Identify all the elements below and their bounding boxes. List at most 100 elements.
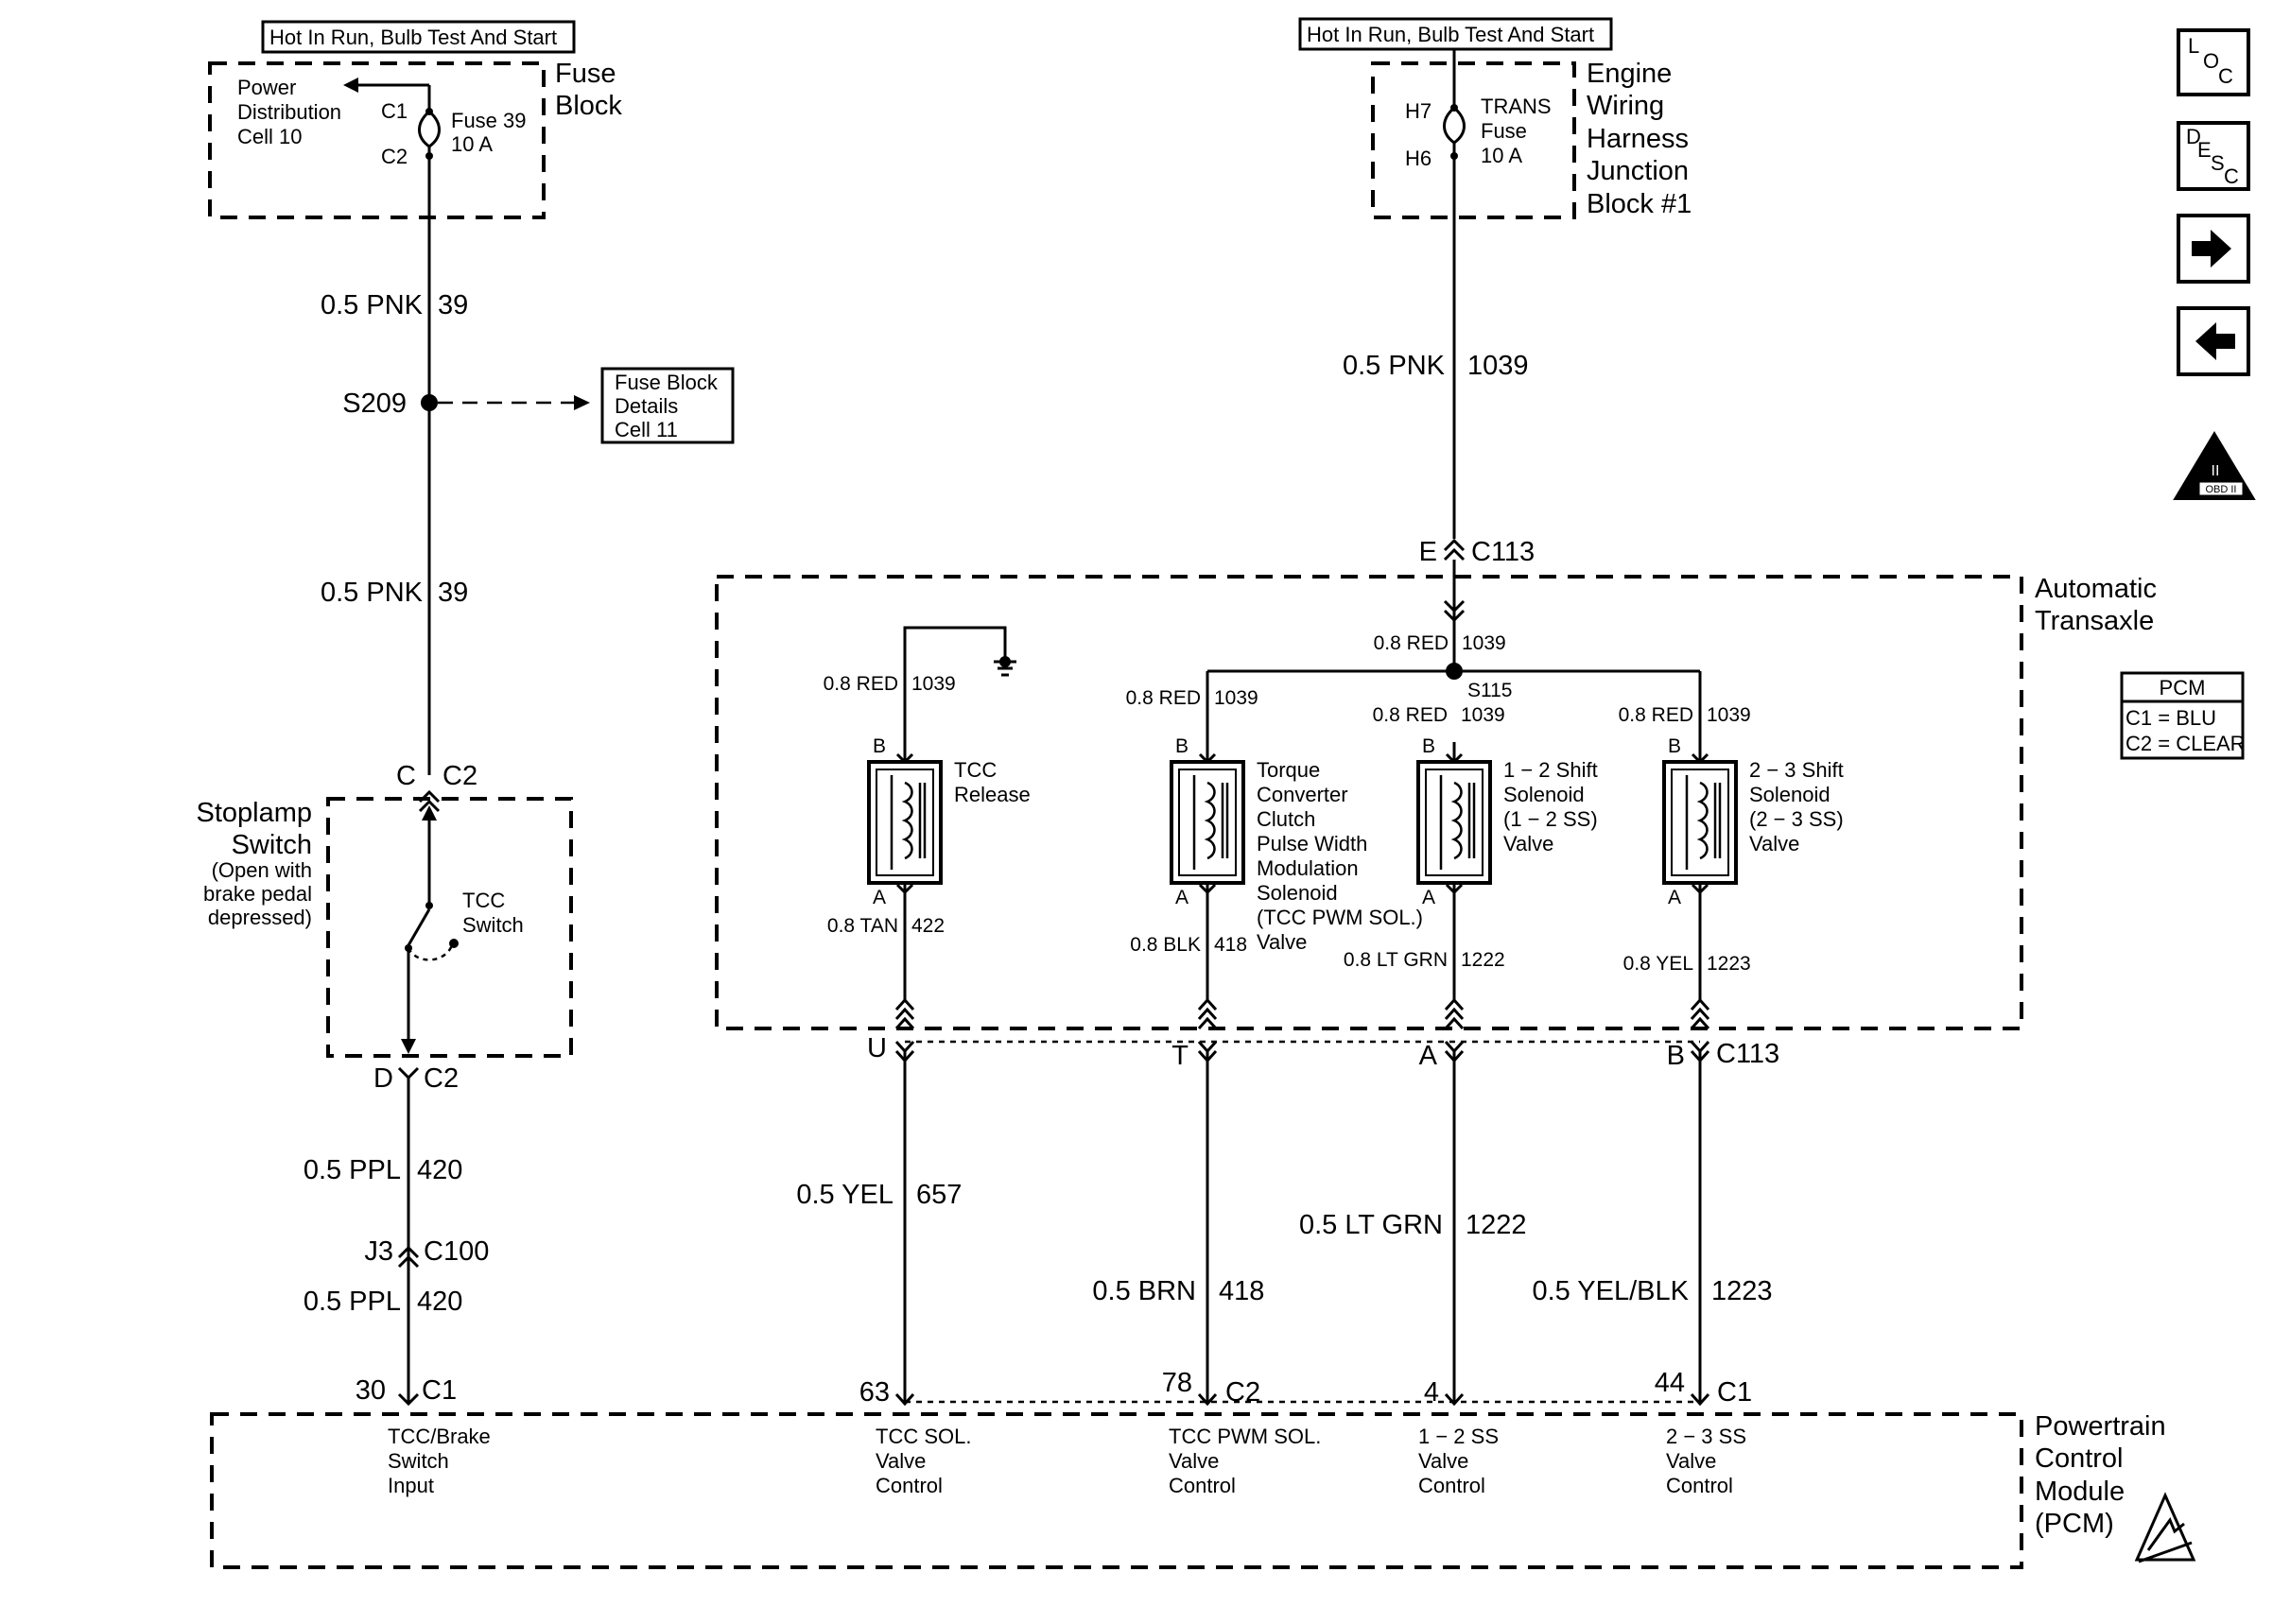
obd-ii-button[interactable]: OBD II II bbox=[2173, 431, 2256, 500]
c113-chevron bbox=[1690, 997, 1710, 1011]
solenoid-name-line: TCC bbox=[954, 758, 997, 782]
pcm-pin-connector bbox=[894, 1392, 915, 1407]
splice-ref-arrow bbox=[574, 395, 590, 410]
junction-block-outline bbox=[1371, 61, 1576, 219]
solenoid-body bbox=[867, 760, 943, 885]
pcm-pin-30: 30 bbox=[356, 1375, 386, 1406]
wire3-color: 0.5 PPL bbox=[304, 1155, 401, 1185]
pcm: Powertrain Control Module (PCM) TCC/Brak… bbox=[210, 1400, 2196, 1569]
sw-top-conn: C2 bbox=[442, 761, 477, 791]
fuse-details-2: Details bbox=[615, 394, 678, 418]
pcm-function-label: TCC SOL. bbox=[876, 1425, 971, 1448]
tcc-switch-1: TCC bbox=[462, 889, 505, 912]
transaxle-outline bbox=[715, 575, 2023, 1030]
c113-bottom-label: C113 bbox=[1716, 1039, 1779, 1069]
stoplamp-title-1: Stoplamp bbox=[196, 798, 312, 828]
c113-chevron bbox=[1444, 1016, 1465, 1030]
solenoid-bot-circuit: 418 bbox=[1214, 934, 1247, 956]
ground-icon bbox=[999, 656, 1011, 667]
fuse-details-3: Cell 11 bbox=[615, 418, 678, 441]
c100-connector-bot bbox=[397, 1254, 420, 1269]
solenoid-name-line: 2 − 3 Shift bbox=[1749, 758, 1844, 782]
solenoid-body bbox=[1170, 760, 1245, 885]
pcm-pin-connector bbox=[1197, 1392, 1218, 1407]
loc-button[interactable]: L O C bbox=[2177, 28, 2250, 96]
solenoid-top-color: 0.8 RED bbox=[1619, 704, 1693, 726]
pcm-pin-number: 78 bbox=[1162, 1368, 1192, 1398]
pcm-pin-connector bbox=[1444, 1392, 1465, 1407]
pcm-function-label: Control bbox=[876, 1474, 943, 1497]
solenoid-top-circuit: 1039 bbox=[1461, 704, 1505, 726]
pcm-legend-c2: C2 = CLEAR bbox=[2126, 732, 2246, 755]
c113-chevron bbox=[1197, 1016, 1218, 1030]
pcm-conn-c1: C1 bbox=[1717, 1377, 1752, 1408]
bus-color: 0.8 RED bbox=[1374, 632, 1449, 654]
hot-label-right: Hot In Run, Bulb Test And Start bbox=[1307, 23, 1594, 46]
fuse39-c1: C1 bbox=[381, 99, 408, 123]
solenoid-name-line: Solenoid bbox=[1503, 783, 1585, 806]
tcc-switch-blade bbox=[407, 908, 431, 946]
c113-chevron bbox=[1197, 1007, 1218, 1021]
arrow-right-icon bbox=[2192, 230, 2231, 268]
solenoid-bot-color: 0.8 LT GRN bbox=[1344, 949, 1448, 971]
solenoid-name-line: Pulse Width bbox=[1257, 832, 1367, 855]
fuse-h7: H7 bbox=[1405, 99, 1431, 123]
solenoid-name-line: (1 − 2 SS) bbox=[1503, 807, 1598, 831]
pcm-function-label: Control bbox=[1418, 1474, 1485, 1497]
solenoid-name-line: Valve bbox=[1749, 832, 1799, 855]
solenoid-bot-circuit: 1222 bbox=[1461, 949, 1505, 971]
pcm-pin-number: 63 bbox=[859, 1377, 890, 1408]
solenoid-coil-icon bbox=[901, 781, 913, 860]
solenoid-name-line: Release bbox=[954, 783, 1031, 806]
previous-page-button[interactable] bbox=[2177, 306, 2250, 376]
desc-d: D bbox=[2186, 125, 2201, 148]
loc-l: L bbox=[2188, 34, 2199, 58]
wire-1039-circuit: 1039 bbox=[1467, 351, 1529, 381]
harness-wire-color: 0.5 BRN bbox=[1092, 1276, 1196, 1306]
pcm-legend-title: PCM bbox=[2160, 676, 2206, 700]
c113-chevron bbox=[894, 1007, 915, 1021]
sw-top-connector-2 bbox=[418, 799, 441, 813]
pcm-pin-number: 4 bbox=[1424, 1377, 1439, 1408]
solenoid-top-color: 0.8 RED bbox=[824, 673, 898, 695]
c113-chevron bbox=[1444, 997, 1465, 1011]
tcc-switch-arrow-up bbox=[422, 805, 437, 821]
solenoid-name-line: Valve bbox=[1257, 930, 1307, 954]
transaxle-title-1: Automatic bbox=[2035, 574, 2157, 604]
solenoid-inner bbox=[1425, 769, 1484, 876]
trans-fuse-2: Fuse bbox=[1481, 119, 1527, 143]
pcm-legend: PCM C1 = BLU C2 = CLEAR bbox=[2120, 671, 2246, 760]
c113-chevron bbox=[894, 997, 915, 1011]
c113-top-conn: C113 bbox=[1471, 537, 1535, 567]
next-page-button[interactable] bbox=[2177, 214, 2250, 284]
tcc-switch-arrow-down bbox=[401, 1039, 416, 1054]
sw-top-pin: C bbox=[396, 761, 416, 791]
harness-wire-color: 0.5 YEL/BLK bbox=[1532, 1276, 1689, 1306]
stoplamp-note-2: brake pedal bbox=[203, 882, 312, 906]
solenoid-name-line: Valve bbox=[1503, 832, 1553, 855]
fuse39-rating: 10 A bbox=[451, 132, 493, 156]
fuse39-name: Fuse 39 bbox=[451, 109, 527, 132]
c113-chevron bbox=[1690, 1007, 1710, 1021]
fuse-details-box[interactable] bbox=[600, 367, 735, 444]
stoplamp-switch-outline bbox=[326, 797, 573, 1058]
desc-button[interactable]: D E S C bbox=[2177, 121, 2250, 191]
pcm-function-label: Valve bbox=[1169, 1449, 1219, 1473]
desc-e: E bbox=[2197, 138, 2212, 162]
solenoid-name-line: 1 − 2 Shift bbox=[1503, 758, 1598, 782]
solenoid-pin-b: B bbox=[1422, 735, 1435, 757]
pcm-function-label: 2 − 3 SS bbox=[1666, 1425, 1746, 1448]
solenoid-pin-b: B bbox=[1668, 735, 1681, 757]
fuse-block-title-2: Block bbox=[555, 91, 622, 121]
solenoid-name-line: Solenoid bbox=[1749, 783, 1831, 806]
wire4-circuit: 420 bbox=[417, 1287, 462, 1317]
junction-title-3: Harness bbox=[1587, 124, 1689, 154]
solenoid-bot-circuit: 1223 bbox=[1707, 953, 1751, 975]
junction-title-4: Junction bbox=[1587, 156, 1689, 186]
pcm-function-label: TCC PWM SOL. bbox=[1169, 1425, 1321, 1448]
harness-wire-color: 0.5 YEL bbox=[796, 1180, 894, 1210]
pcm-title-3: Module bbox=[2035, 1477, 2125, 1507]
solenoid-name-line: Torque bbox=[1257, 758, 1320, 782]
